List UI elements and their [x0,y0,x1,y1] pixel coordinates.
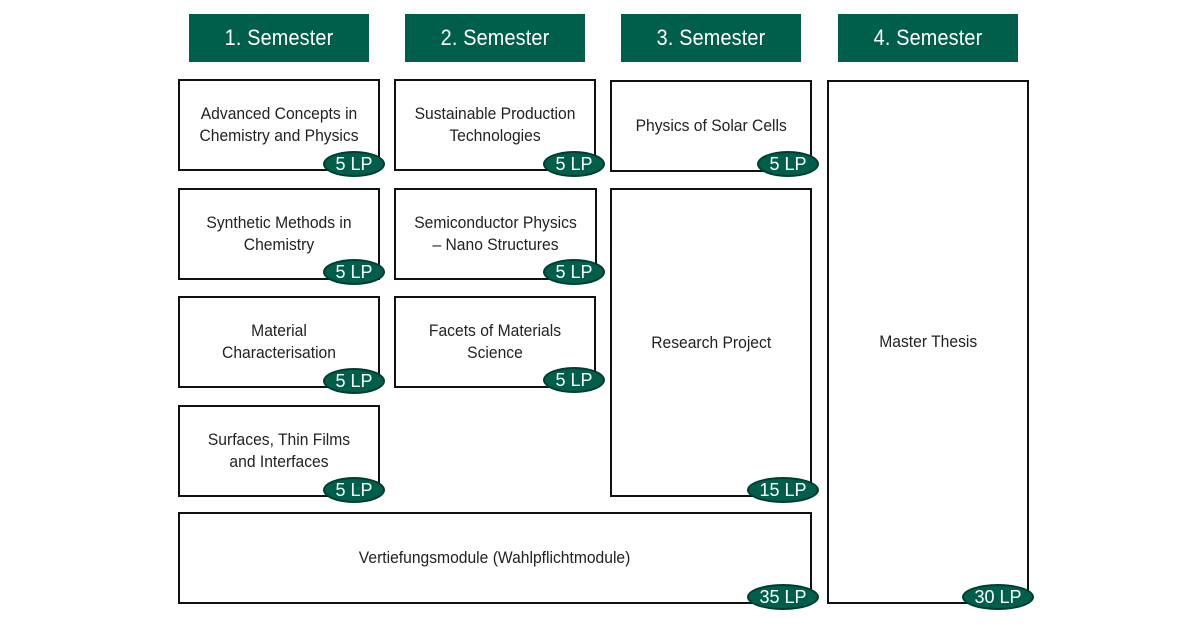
module-title: Research Project [651,332,771,352]
module-title: Advanced Concepts in Chemistry and Physi… [199,104,359,145]
module-title: Master Thesis [879,332,977,351]
module-title: Synthetic Methods in Chemistry [206,213,352,254]
module-title: Facets of Materials Science [428,321,562,362]
credits-badge: 5 LP [757,151,819,177]
credits-badge: 5 LP [323,259,385,285]
credits-badge: 30 LP [962,584,1034,610]
credits-badge: 5 LP [323,368,385,394]
module-surfaces-thin-films: Surfaces, Thin Films and Interfaces [178,405,380,497]
credits-badge: 15 LP [747,477,819,503]
module-title: Semiconductor Physics – Nano Structures [414,213,577,254]
semester-4-label: 4. Semester [873,25,983,50]
semester-2-label: 2. Semester [440,25,550,50]
module-title: Surfaces, Thin Films and Interfaces [207,430,351,471]
module-title: Material Characterisation [222,321,336,362]
module-title: Sustainable Production Technologies [414,104,576,145]
credits-badge: 5 LP [543,151,605,177]
module-advanced-concepts: Advanced Concepts in Chemistry and Physi… [178,79,380,171]
semester-2-header: 2. Semester [405,14,585,62]
semester-3-header: 3. Semester [621,14,801,62]
semester-4-header: 4. Semester [838,14,1018,62]
module-synthetic-methods: Synthetic Methods in Chemistry [178,188,380,280]
semester-1-label: 1. Semester [224,25,334,50]
credits-badge: 35 LP [747,584,819,610]
credits-badge: 5 LP [543,367,605,393]
module-facets-materials: Facets of Materials Science [394,296,596,388]
semester-3-label: 3. Semester [656,25,766,50]
credits-badge: 5 LP [323,151,385,177]
module-title: Physics of Solar Cells [635,116,787,135]
credits-badge: 5 LP [323,477,385,503]
module-research-project: Research Project [610,188,812,497]
module-master-thesis: Master Thesis [827,80,1029,604]
credits-badge: 5 LP [543,259,605,285]
module-title: Vertiefungsmodule (Wahlpflichtmodule) [359,548,631,567]
semester-1-header: 1. Semester [189,14,369,62]
module-vertiefungsmodule: Vertiefungsmodule (Wahlpflichtmodule) [178,512,812,604]
